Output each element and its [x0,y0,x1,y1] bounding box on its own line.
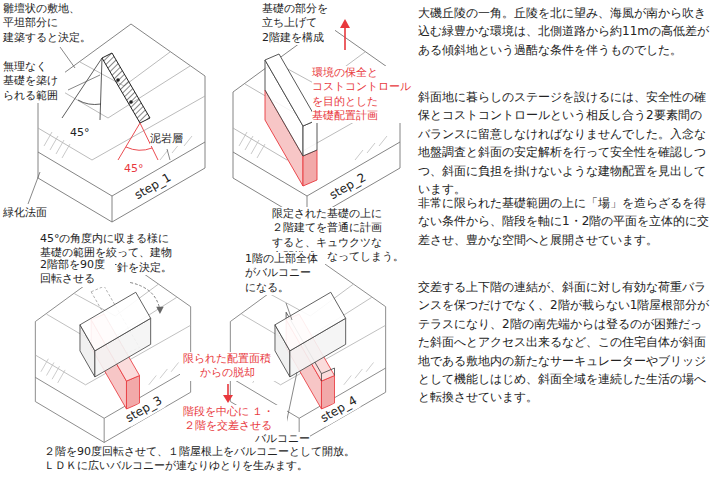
angle-label: 45° [124,162,144,176]
red-annotation: 環境の保全と コストコントロール を目的とした 基礎配置計画 [312,66,414,123]
body-paragraph: 斜面地に暮らしのステージを設けるには、安全性の確保とコストコントロールという相反… [418,88,712,198]
red-annotation: 限られた配置面積 からの脱却 [180,352,275,381]
step-label: step_4 [318,393,360,426]
red-annotation: 階段を中心に １・２階を交差させる [170,405,287,434]
annotation: 雛壇状の敷地、 平坦部分に 建築すると決定。 [3,2,94,45]
body-paragraph: 大磯丘陵の一角。丘陵を北に望み、海風が南から吹き込む緑豊かな環境は、北側道路から… [418,4,712,59]
red-arrowhead [223,395,233,403]
leader-line [285,303,297,429]
part-label: バルコニー [255,432,310,446]
annotation: 1階の上部全体 がバルコニー になる。 [245,252,325,295]
annotation: 基礎の部分を 立ち上げて 2階建を構成 [262,2,335,45]
body-paragraph: 非常に限られた基礎範囲の上に「場」を造らざるを得ない条件から、階段を軸に1・2階… [418,194,712,249]
step1-drawing [28,24,205,222]
annotation: 無理なく 基礎を築け られる範囲 [3,60,65,103]
step-label: step_3 [123,393,165,426]
angle-label: 45° [70,126,90,140]
annotation: 2階部を90度 回転させる [40,258,115,287]
material-label: 泥岩層 [150,132,183,146]
step-label: step_2 [327,170,369,203]
step-caption: ２階を90度回転させて、１階屋根上をバルコニーとして開放。 ＬＤＫに広いバルコニ… [44,445,365,474]
step3-drawing [35,258,190,442]
body-paragraph: 交差する上下階の連結が、斜面に対し有効な荷重バランスを保つだけでなく、2階が載ら… [418,278,712,407]
part-label: 緑化法面 [3,206,47,220]
